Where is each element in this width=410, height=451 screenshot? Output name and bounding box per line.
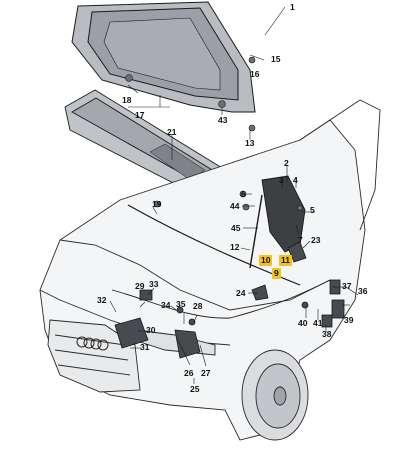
callout-37: 37: [342, 281, 352, 291]
hood-strut: [249, 194, 263, 269]
hood-latch-parts: [114, 289, 201, 359]
callout-21: 21: [167, 127, 177, 137]
callout-13: 13: [245, 138, 255, 148]
callout-4: 4: [293, 175, 298, 185]
leader-lines: [109, 6, 359, 384]
callout-2: 2: [284, 158, 289, 168]
callout-30: 30: [146, 325, 156, 335]
callout-34: 34: [161, 300, 171, 310]
callout-35: 35: [176, 299, 186, 309]
callout-10: 10: [259, 255, 273, 266]
callout-41: 41: [313, 318, 323, 328]
callout-15: 15: [271, 54, 281, 64]
callout-16: 16: [250, 69, 260, 79]
callout-25: 25: [190, 384, 200, 394]
front-wheel: [241, 349, 309, 441]
callout-44: 44: [230, 201, 240, 211]
callout-1: 1: [290, 2, 295, 12]
callout-24: 24: [236, 288, 246, 298]
callout-39: 39: [344, 315, 354, 325]
seal-strip: [127, 204, 301, 286]
callout-11: 11: [279, 255, 292, 266]
callout-38: 38: [322, 329, 332, 339]
callout-28: 28: [193, 301, 203, 311]
callout-18: 18: [122, 95, 132, 105]
callout-31: 31: [140, 342, 150, 352]
callout-3: 3: [279, 175, 284, 185]
callout-6: 6: [241, 189, 246, 199]
release-cable: [111, 279, 331, 319]
callout-45: 45: [231, 223, 241, 233]
callout-33: 33: [149, 279, 159, 289]
callout-27: 27: [201, 368, 211, 378]
callout-26: 26: [184, 368, 194, 378]
callout-17: 17: [135, 110, 145, 120]
callout-36: 36: [358, 286, 368, 296]
callout-29: 29: [135, 281, 145, 291]
callout-12: 12: [230, 242, 240, 252]
fasteners: [125, 56, 303, 211]
callout-23: 23: [311, 235, 321, 245]
callout-32: 32: [97, 295, 107, 305]
callout-19: 19: [152, 199, 162, 209]
callout-40: 40: [298, 318, 308, 328]
callout-43: 43: [218, 115, 228, 125]
car-body: [39, 99, 381, 441]
audi-rings-logo: [76, 336, 109, 351]
callout-5: 5: [310, 205, 315, 215]
hood-panel: [71, 1, 256, 113]
callout-9: 9: [272, 268, 281, 279]
callout-7: 7: [298, 235, 303, 245]
